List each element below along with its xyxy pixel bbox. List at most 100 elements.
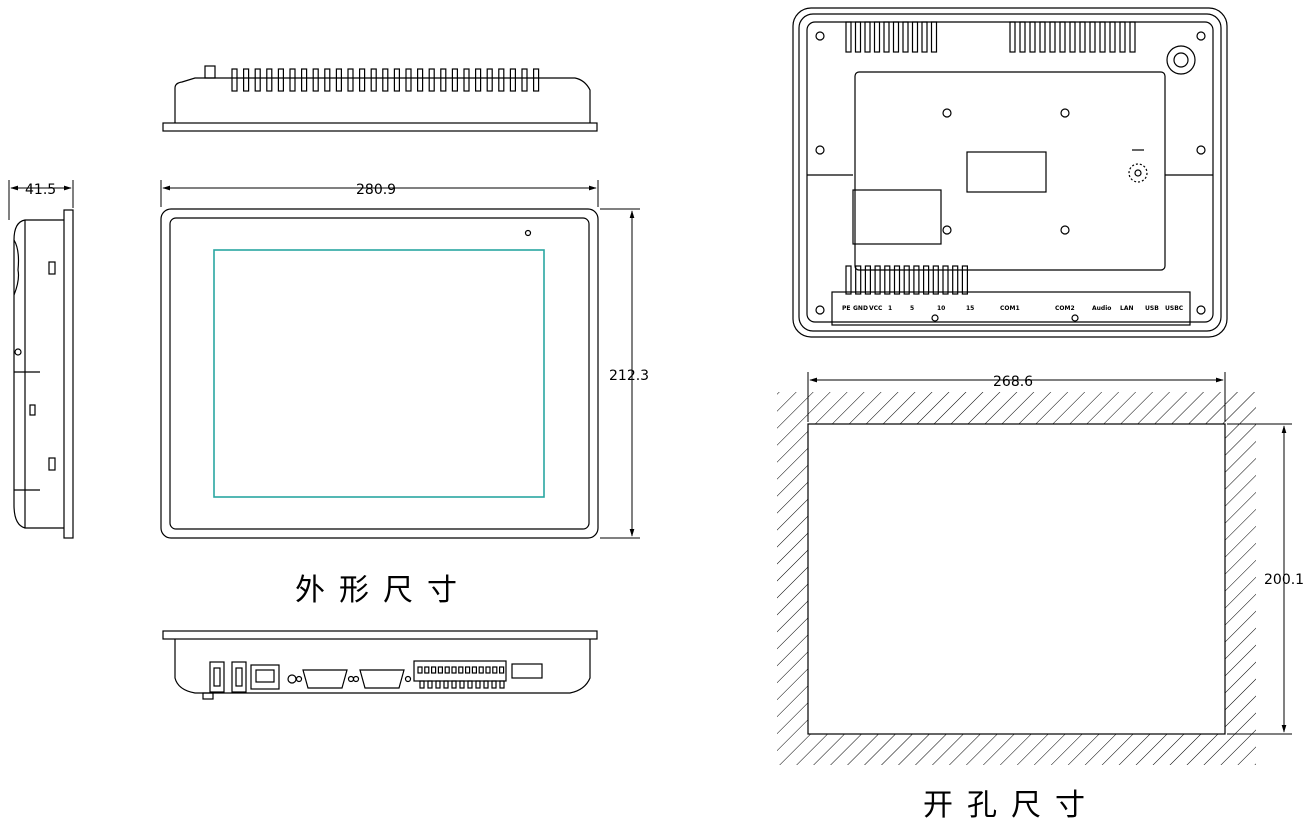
terminal-pin [492,666,498,674]
terminal-pin [922,265,930,295]
vent-slot [1079,21,1086,53]
terminal-pin [478,666,484,674]
terminal-pin [443,680,449,689]
com2-port [359,669,405,689]
vent-slot [440,68,447,92]
terminal-pin [864,265,872,295]
vent-slot [370,68,377,92]
vent-slot [231,68,238,92]
vent-slot [301,68,308,92]
terminal-pin [499,666,505,674]
vent-slot [532,68,540,92]
terminal-pin [961,265,969,295]
front-view [160,208,599,539]
usb-port-2 [231,661,247,693]
label-usbc: USBC [1165,305,1184,312]
terminal-pin [483,680,489,689]
vent-slot [930,21,938,53]
vent-slot [845,21,852,53]
vent-slot [451,68,458,92]
vent-slot [1099,21,1106,53]
vent-slot [521,68,528,92]
terminal-pin [431,666,437,674]
label-pe: PE [842,305,851,312]
label-audio: Audio [1092,305,1111,312]
terminal-pin [913,265,920,295]
vent-slot [1089,21,1096,53]
vent-slot [254,68,261,92]
terminal-pin [451,666,457,674]
vent-slot [854,21,862,53]
usb-port-1 [209,661,225,693]
vent-slot [873,21,881,53]
terminal-pin [903,265,910,295]
label-gnd: GND [853,305,868,312]
terminal-pin [874,265,881,295]
vent-slot [312,68,319,92]
terminal-pin [435,680,441,689]
terminal-pin [855,265,862,295]
vent-slot [902,21,909,53]
label-1: 1 [888,305,892,312]
vent-slot [1069,21,1076,53]
vent-slot [428,68,435,92]
terminal-pin [932,265,939,295]
label-com1: COM1 [1000,305,1020,312]
vent-slot [911,21,919,53]
label-com2: COM2 [1055,305,1075,312]
vent-slot [498,68,505,92]
top-vent-slots [231,68,540,92]
terminal-pin [458,666,464,674]
vent-slot [393,68,400,92]
cutout-width-dimension [807,372,1226,422]
terminal-pin [893,265,901,295]
label-lan: LAN [1120,305,1134,312]
label-vcc: VCC [869,305,883,312]
height-dimension [600,208,640,539]
terminal-pin [942,265,949,295]
cutout-height-dimension [1227,423,1292,735]
vent-slot [417,68,424,92]
vent-slot [266,68,273,92]
vent-slot [486,68,493,92]
vent-slot [1049,21,1056,53]
vent-slot [1019,21,1026,53]
cutout-width-value: 268.6 [993,374,1033,390]
terminal-pin [417,666,423,674]
vent-slot [1039,21,1046,53]
vent-slot [359,68,366,92]
vent-slot [324,68,331,92]
cutout-view [777,392,1256,765]
vent-slot [1109,21,1116,53]
rear-port-labels: PE GND VCC 1 5 10 15 COM1 COM2 Audio LAN… [842,305,1184,312]
vent-slot [405,68,412,92]
terminal-pin [491,680,497,689]
vent-slot [892,21,900,53]
terminal-pin [437,666,443,674]
vent-slot [463,68,470,92]
terminal-pin [471,666,477,674]
label-10: 10 [937,305,945,312]
vent-slot [475,68,482,92]
terminal-pin [475,680,481,689]
label-15: 15 [966,305,974,312]
terminal-pin [467,680,473,689]
vent-slot [1009,21,1016,53]
terminal-pin [424,666,430,674]
terminal-pin [499,680,505,689]
vent-slot [289,68,296,92]
bottom-view [162,630,598,700]
label-5: 5 [910,305,914,312]
vent-slot [382,68,389,92]
outline-caption: 外形尺寸 [295,573,471,608]
vent-slot [335,68,342,92]
vent-slot [921,21,928,53]
depth-value: 41.5 [25,182,56,198]
width-dimension [160,180,599,207]
screen-area [213,249,545,498]
cutout-caption: 开孔尺寸 [923,788,1099,823]
cutout-height-value: 200.1 [1264,572,1304,588]
vent-slot [243,68,250,92]
vent-slot [1129,21,1136,53]
vent-slot [277,68,284,92]
